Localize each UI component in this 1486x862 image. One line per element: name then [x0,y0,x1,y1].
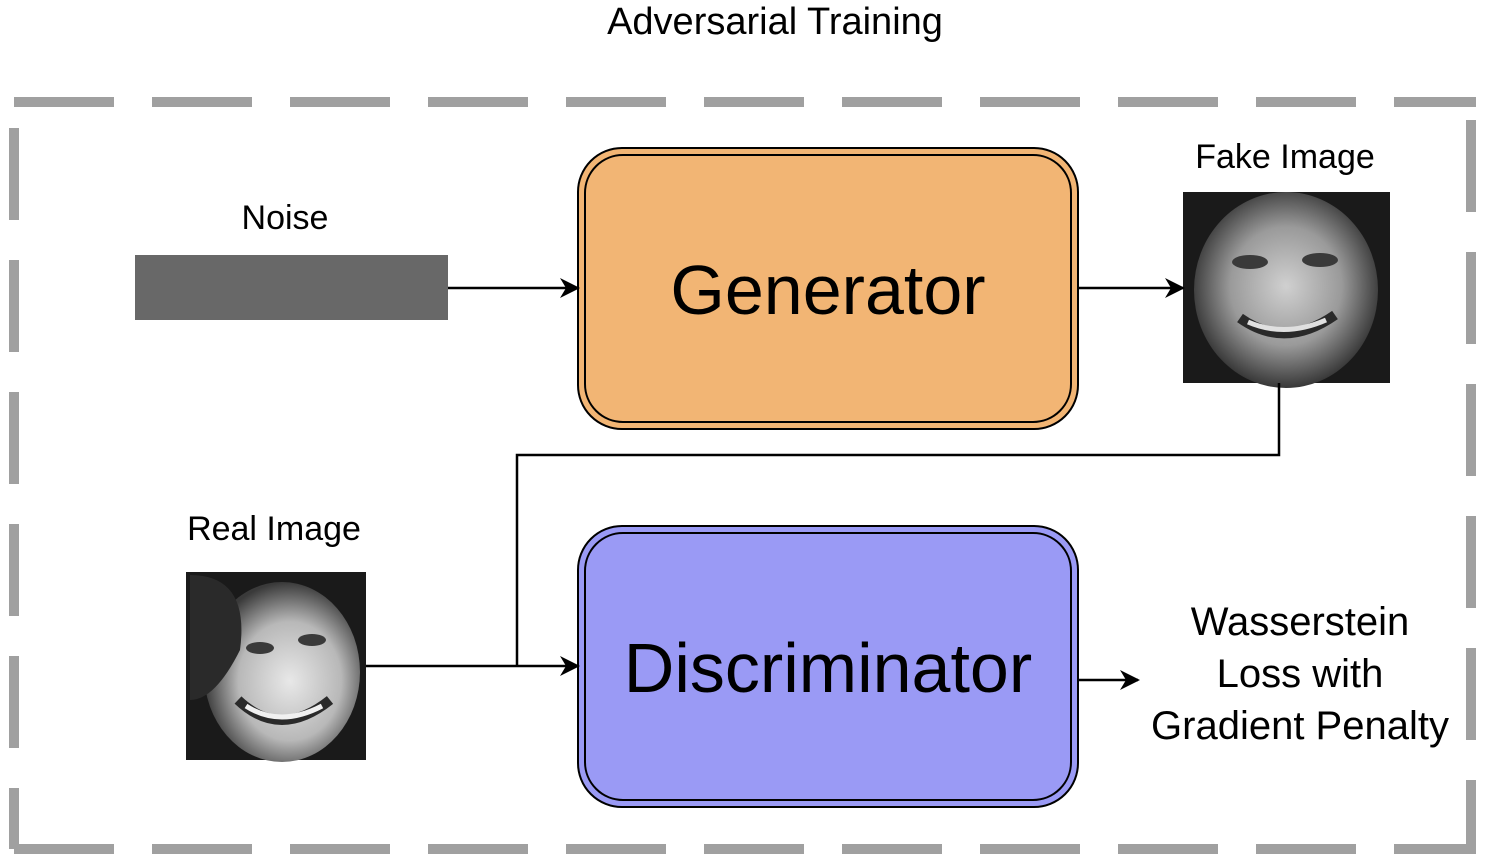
fake-image-label: Fake Image [1195,138,1375,176]
training-frame [9,97,1476,854]
real-image-thumbnail [186,572,366,762]
diagram-title: Adversarial Training [607,1,943,43]
loss-line-2: Loss with [1216,652,1384,696]
discriminator-box [577,525,1079,808]
discriminator-label: Discriminator [623,629,1033,707]
loss-label: Wasserstein Loss with Gradient Penalty [1120,596,1480,752]
fake-to-discriminator-path [515,383,1281,666]
noise-vector [135,255,448,320]
connectors [366,278,1281,690]
generator-label: Generator [670,251,986,329]
noise-label: Noise [241,199,329,237]
loss-line-3: Gradient Penalty [1151,704,1449,748]
fake-image-thumbnail [1183,192,1390,388]
real-image-label: Real Image [187,510,361,548]
loss-line-1: Wasserstein [1190,600,1410,644]
